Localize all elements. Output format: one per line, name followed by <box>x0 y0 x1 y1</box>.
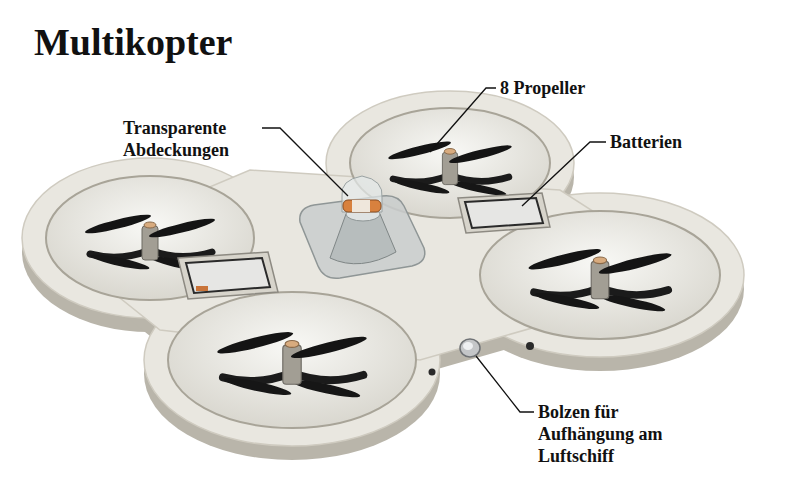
callout-label: 8 Propeller <box>500 77 640 99</box>
callout-label: Transparente Abdeckungen <box>123 117 259 161</box>
diagram-title: Multikopter <box>34 20 232 64</box>
callout-label: Batterien <box>610 131 730 153</box>
callout-label: Bolzen für Aufhängung am Luftschiff <box>538 401 663 467</box>
